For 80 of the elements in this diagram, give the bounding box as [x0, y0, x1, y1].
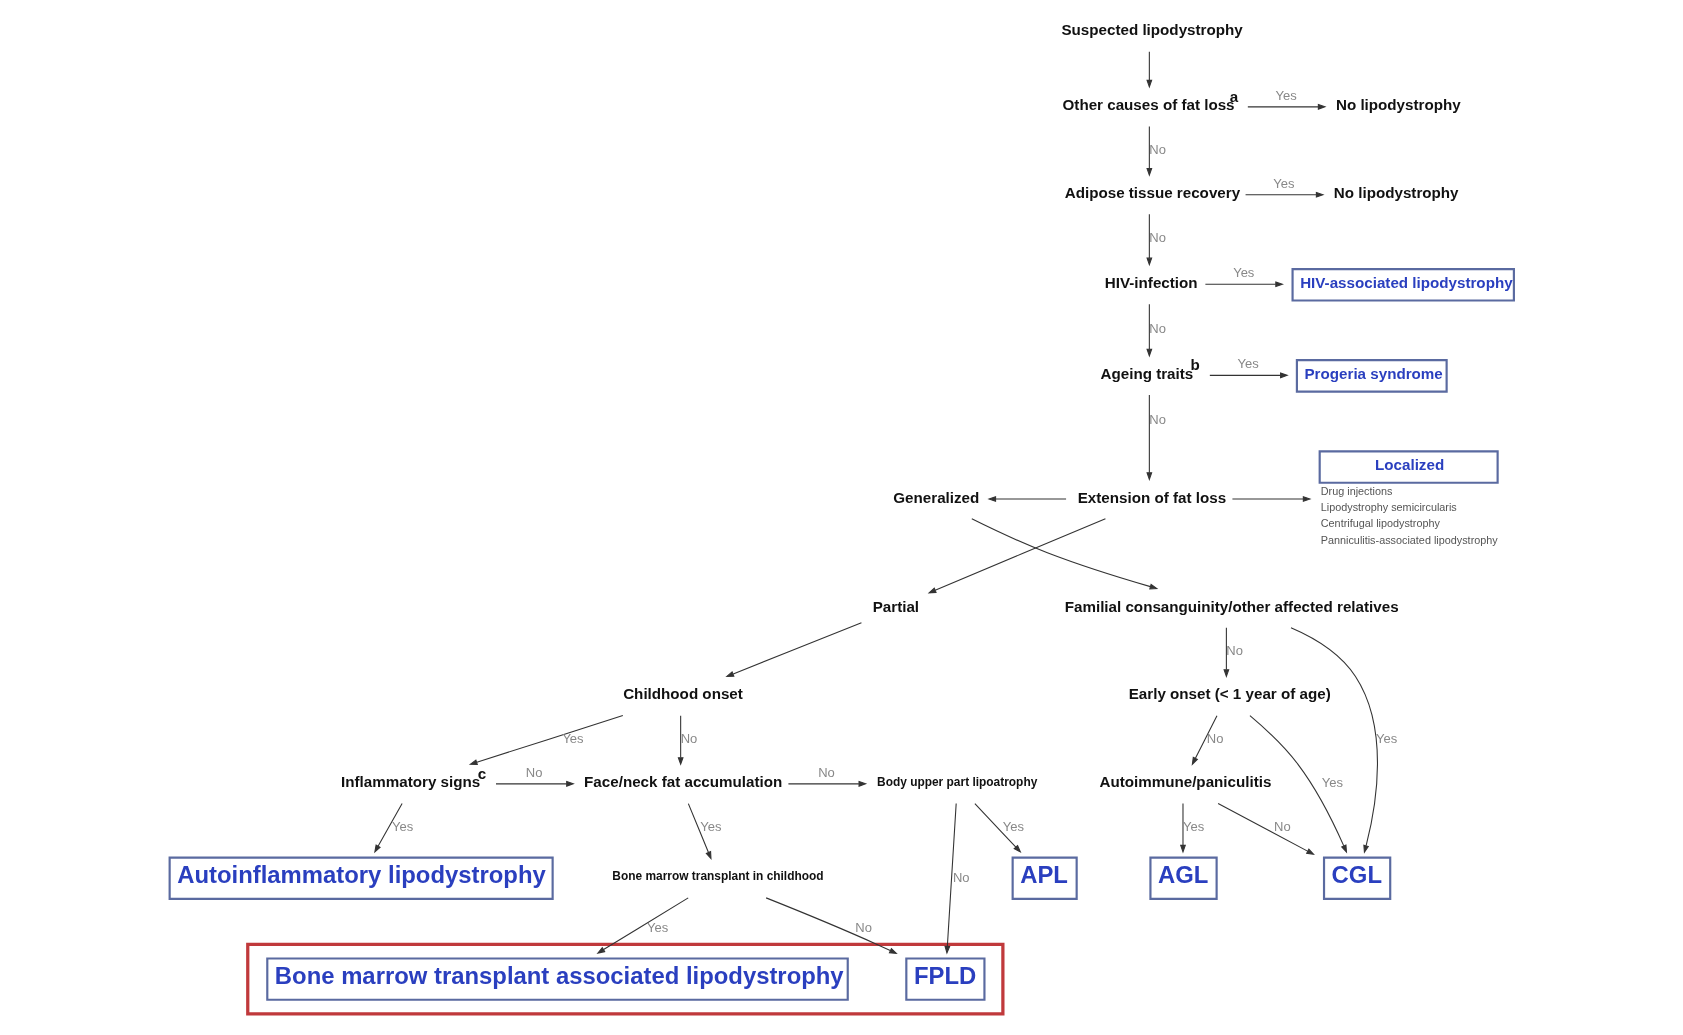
node-box: FPLD — [905, 957, 986, 1001]
node-box: Autoinflammatory lipodystrophy — [168, 856, 554, 900]
node-label: Panniculitis-associated lipodystrophy — [1320, 533, 1498, 546]
arrow — [1179, 803, 1187, 854]
arrow — [687, 803, 712, 861]
arrow — [1245, 191, 1325, 198]
arrow — [1146, 394, 1153, 481]
node-text: Face/neck fat accumulation — [584, 773, 783, 791]
arrow — [596, 897, 689, 954]
arrow — [1146, 213, 1153, 267]
arrow — [1209, 372, 1289, 379]
edge-label: Yes — [1002, 819, 1025, 835]
edge-label: Yes — [392, 819, 414, 835]
node-text: Autoimmune/paniculitis — [1099, 773, 1272, 791]
node-label: Lipodystrophy semicircularis — [1320, 500, 1457, 513]
node-label: Drug injections — [1320, 484, 1393, 497]
edge-label: No — [952, 869, 970, 885]
node-box: Progeria syndrome — [1295, 359, 1448, 393]
edge-label: No — [1226, 643, 1244, 659]
node-text: Adipose tissue recovery — [1064, 184, 1241, 202]
arrow — [974, 803, 1022, 854]
node-text: HIV-infection — [1104, 273, 1198, 291]
arrow — [1223, 627, 1230, 678]
arrow — [1249, 715, 1348, 854]
node-box: HIV-associated lipodystrophy — [1291, 267, 1515, 302]
arrow — [1146, 303, 1153, 358]
arrow — [1290, 627, 1378, 854]
node-box: AGL — [1149, 856, 1218, 900]
edge-label: No — [1149, 412, 1166, 428]
arrow — [1217, 803, 1315, 856]
arrow — [765, 897, 898, 955]
edge-label: No — [1149, 321, 1166, 337]
node-box: CGL — [1322, 856, 1392, 900]
arrow — [971, 518, 1159, 590]
node-label: Centrifugal lipodystrophy — [1320, 517, 1440, 530]
arrow — [468, 715, 624, 766]
edge-label: Yes — [1233, 265, 1255, 281]
arrow — [374, 803, 403, 854]
node-text: No lipodystrophy — [1333, 184, 1459, 202]
edge-label: Yes — [647, 920, 669, 936]
arrow — [495, 780, 575, 787]
arrow — [677, 715, 684, 766]
node-text: Familial consanguinity/other affected relatives — [1064, 597, 1399, 615]
edge-label: No — [1149, 230, 1166, 246]
node-text: Generalized — [893, 488, 980, 506]
node-text: Childhood onset — [623, 685, 743, 703]
edge-label: No — [1274, 819, 1291, 835]
arrow — [787, 780, 868, 787]
edge-label: No — [1149, 142, 1166, 158]
node-text: Partial — [872, 597, 920, 615]
arrow — [1231, 496, 1312, 503]
edge-label: Yes — [562, 731, 584, 747]
edge-label: No — [1206, 731, 1224, 747]
arrow — [1204, 281, 1284, 288]
edge-label: No — [525, 764, 543, 780]
node-text: Suspected lipodystrophy — [1061, 21, 1243, 39]
node-text: Body upper part lipoatrophy — [877, 774, 1038, 789]
edge-label: Yes — [700, 819, 722, 835]
arrow — [725, 622, 862, 678]
edge-label: Yes — [1275, 87, 1297, 103]
edge-label: Yes — [1237, 356, 1259, 372]
edge-label: Yes — [1321, 775, 1344, 791]
node-text: Extension of fat loss — [1077, 488, 1227, 506]
edge-label: No — [855, 920, 872, 936]
edge-label: Yes — [1273, 175, 1295, 191]
node-text: Bone marrow transplant in childhood — [612, 869, 824, 884]
arrow — [1191, 715, 1218, 766]
node-box: Bone marrow transplant associated lipodystrophy — [266, 957, 849, 1001]
node-box: Localized — [1318, 450, 1499, 484]
edge-label: No — [818, 764, 835, 780]
arrow — [987, 496, 1067, 503]
arrow — [1146, 51, 1153, 89]
arrow — [927, 518, 1106, 594]
node-text: No lipodystrophy — [1335, 96, 1461, 114]
arrow — [1146, 126, 1153, 177]
edge-label: No — [680, 731, 698, 747]
node-box: APL — [1011, 856, 1078, 900]
arrow — [944, 802, 957, 955]
node-text: Early onset (< 1 year of age) — [1128, 685, 1331, 703]
arrow — [1247, 103, 1327, 110]
